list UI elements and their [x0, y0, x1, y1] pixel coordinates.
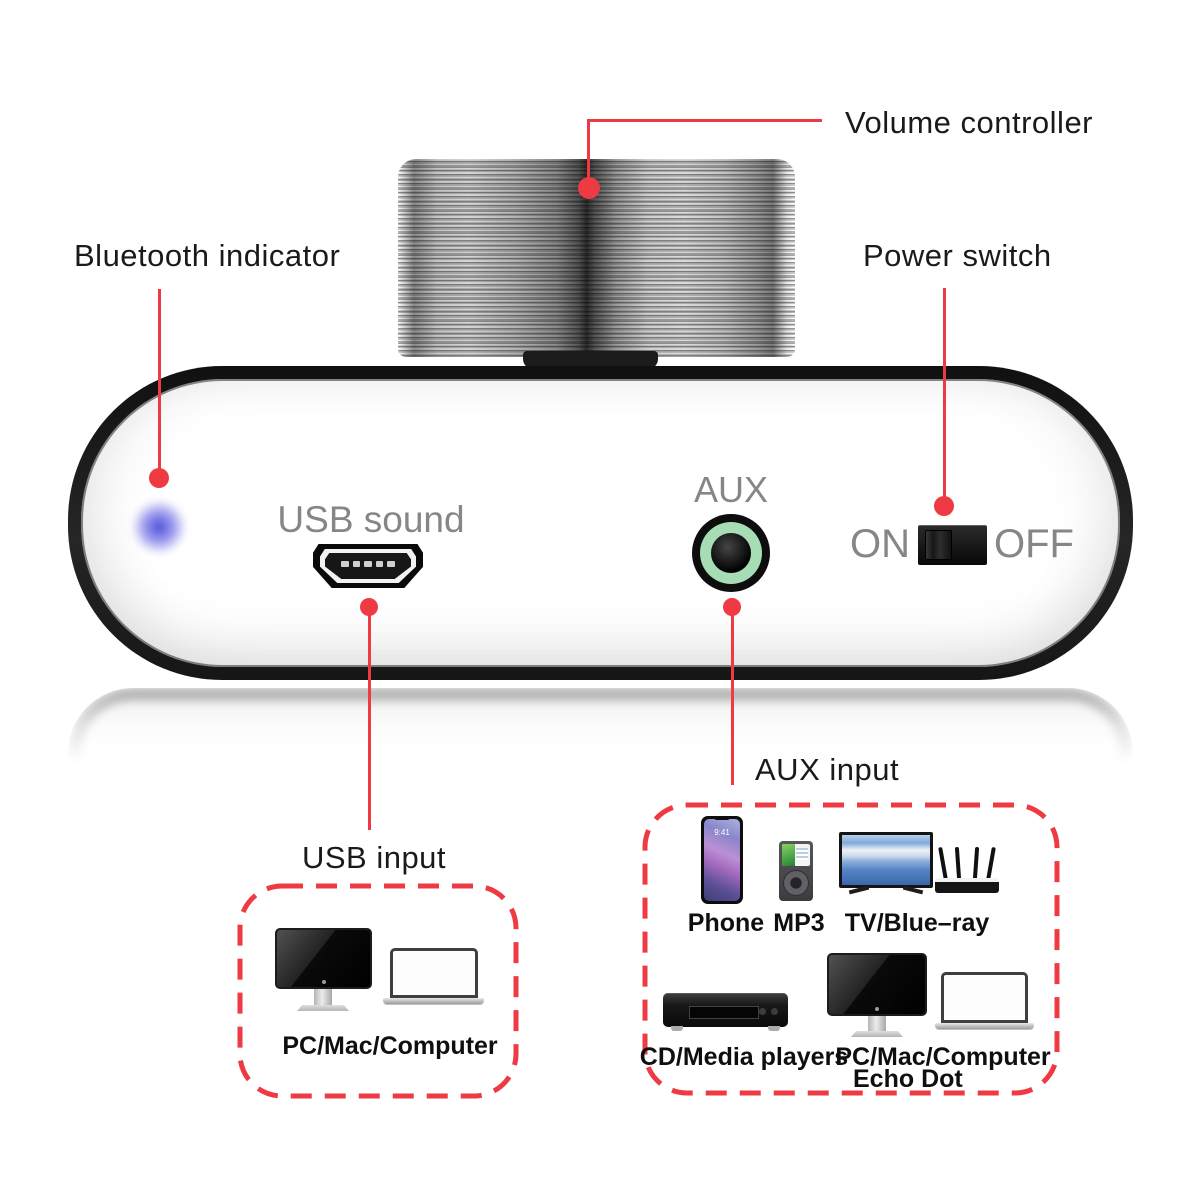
mp3-text-lines — [796, 848, 808, 860]
phone-icon: 9:41 — [701, 816, 743, 904]
aux-jack-icon — [711, 533, 751, 573]
echo-dot-label: Echo Dot — [853, 1065, 963, 1093]
usb-input-dashed-box — [237, 883, 519, 1099]
mp3-album-art — [782, 844, 795, 866]
laptop-icon — [941, 972, 1028, 1023]
power-leader-dot — [934, 496, 954, 516]
laptop-icon — [390, 948, 478, 998]
usb-leader-line — [368, 613, 371, 830]
bluetooth-led-icon — [131, 499, 187, 555]
router-body — [935, 878, 999, 893]
aux-input-callout-label: AUX input — [755, 752, 900, 787]
power-off-label: OFF — [994, 522, 1074, 566]
phone-time: 9:41 — [714, 828, 730, 837]
phone-notch — [713, 816, 731, 820]
laptop-base — [383, 998, 484, 1004]
aux-input-dashed-box — [642, 802, 1060, 1096]
mp3-screen — [782, 844, 810, 866]
aux-label: AUX — [693, 469, 769, 510]
tv-screen — [842, 835, 930, 885]
cd-player-foot — [768, 1026, 780, 1031]
bluetooth-leader-line — [158, 289, 161, 471]
monitor-logo-dot — [875, 1007, 879, 1011]
volume-leader-hline — [588, 119, 822, 122]
monitor-icon — [275, 928, 372, 989]
mp3-player-icon — [779, 841, 813, 901]
usb-box-computer-label: PC/Mac/Computer — [282, 1032, 498, 1060]
usb-port-pins — [341, 561, 395, 567]
power-switch-icon — [918, 525, 987, 565]
power-on-label: ON — [850, 522, 910, 566]
router-antenna — [972, 846, 980, 881]
mp3-label: MP3 — [773, 909, 825, 937]
cd-label: CD/Media players — [639, 1043, 849, 1071]
device-reflection — [68, 688, 1133, 818]
volume-leader-dot — [578, 177, 600, 199]
usb-sound-label: USB sound — [277, 499, 465, 540]
tv-icon — [839, 832, 933, 888]
cd-player-foot — [671, 1026, 683, 1031]
phone-screen: 9:41 — [704, 819, 740, 901]
monitor-stand-neck — [868, 1016, 886, 1031]
aux-leader-dot — [723, 598, 741, 616]
cd-player-icon — [663, 993, 788, 1031]
amplifier-front-panel — [81, 379, 1120, 667]
volume-callout-label: Volume controller — [845, 105, 1094, 140]
volume-knob-base — [523, 351, 658, 369]
mp3-click-wheel — [783, 870, 809, 896]
cd-player-slot — [689, 1006, 759, 1019]
usb-leader-dot — [360, 598, 378, 616]
micro-usb-port-icon — [313, 544, 423, 588]
volume-leader-vline — [587, 119, 590, 181]
monitor-stand-neck — [314, 989, 332, 1005]
power-leader-line — [943, 288, 946, 498]
cd-player-knob — [759, 1008, 766, 1015]
monitor-logo-dot — [321, 980, 326, 984]
bluetooth-leader-dot — [149, 468, 169, 488]
power-callout-label: Power switch — [863, 238, 1052, 273]
aux-leader-line — [731, 613, 734, 785]
monitor-stand-base — [297, 1005, 349, 1011]
amplifier-body — [68, 366, 1133, 680]
aux-box-computer-label: PC/Mac/Computer — [835, 1043, 1051, 1071]
bluetooth-callout-label: Bluetooth indicator — [74, 238, 341, 273]
monitor-stand-base — [851, 1031, 903, 1037]
tv-label: TV/Blue–ray — [844, 909, 990, 937]
laptop-base — [935, 1023, 1034, 1029]
power-switch-slider — [925, 530, 952, 560]
router-antenna — [954, 846, 962, 881]
router-antenna — [938, 846, 948, 881]
usb-input-callout-label: USB input — [301, 840, 447, 875]
monitor-icon — [827, 953, 927, 1016]
router-icon — [935, 846, 999, 893]
router-antenna — [986, 846, 996, 881]
cd-player-knob — [771, 1008, 778, 1015]
phone-label: Phone — [687, 909, 765, 937]
